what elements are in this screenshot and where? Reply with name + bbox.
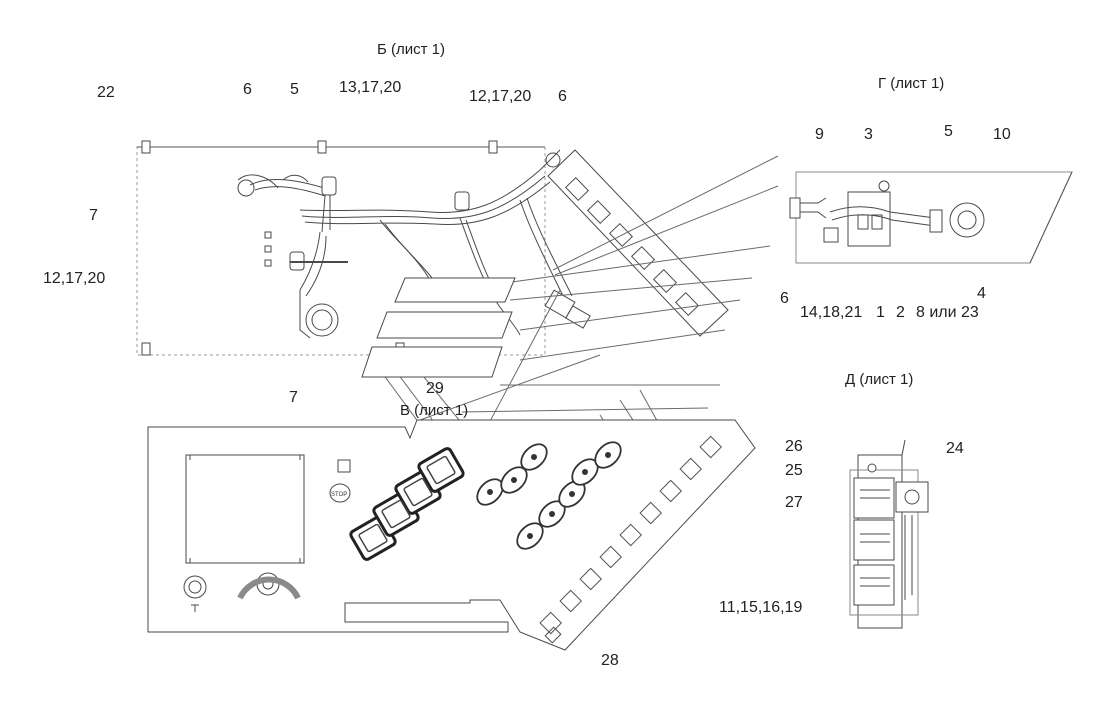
view-d-assembly (849, 439, 929, 629)
callout-26: 26 (785, 438, 803, 455)
view-label-d: Д (лист 1) (845, 371, 914, 388)
view-label-v: В (лист 1) (400, 402, 469, 419)
callout-4: 4 (977, 285, 986, 302)
callout-1: 1 (876, 304, 885, 321)
stop-label: STOP (331, 492, 347, 498)
callout-6-g: 6 (780, 290, 789, 307)
callout-2: 2 (896, 304, 905, 321)
callout-8-or-23: 8 или 23 (916, 304, 979, 321)
exploded-plates (361, 277, 516, 378)
callout-7-bottom: 7 (289, 389, 298, 406)
view-v-panel (147, 419, 756, 651)
view-label-b: Б (лист 1) (377, 41, 446, 58)
view-g-assembly (789, 171, 1073, 264)
callout-13-17-20: 13,17,20 (339, 79, 402, 96)
callout-24: 24 (946, 440, 964, 457)
callout-11-15-16-19: 11,15,16,19 (719, 599, 803, 616)
callout-12-17-20-left: 12,17,20 (43, 270, 106, 287)
callout-6-top: 6 (243, 81, 252, 98)
view-label-g: Г (лист 1) (878, 75, 945, 92)
callout-6-top-right: 6 (558, 88, 567, 105)
callout-9: 9 (815, 126, 824, 143)
callout-22: 22 (97, 84, 115, 101)
callout-10: 10 (993, 126, 1011, 143)
callout-7-left: 7 (89, 207, 98, 224)
callout-12-17-20-top: 12,17,20 (469, 88, 532, 105)
callout-14-18-21: 14,18,21 (800, 304, 863, 321)
callout-5-top: 5 (290, 81, 299, 98)
callout-25: 25 (785, 462, 803, 479)
callout-29: 29 (426, 380, 444, 397)
callout-28: 28 (601, 652, 619, 669)
callout-27: 27 (785, 494, 803, 511)
callout-5-g: 5 (944, 123, 953, 140)
callout-3: 3 (864, 126, 873, 143)
